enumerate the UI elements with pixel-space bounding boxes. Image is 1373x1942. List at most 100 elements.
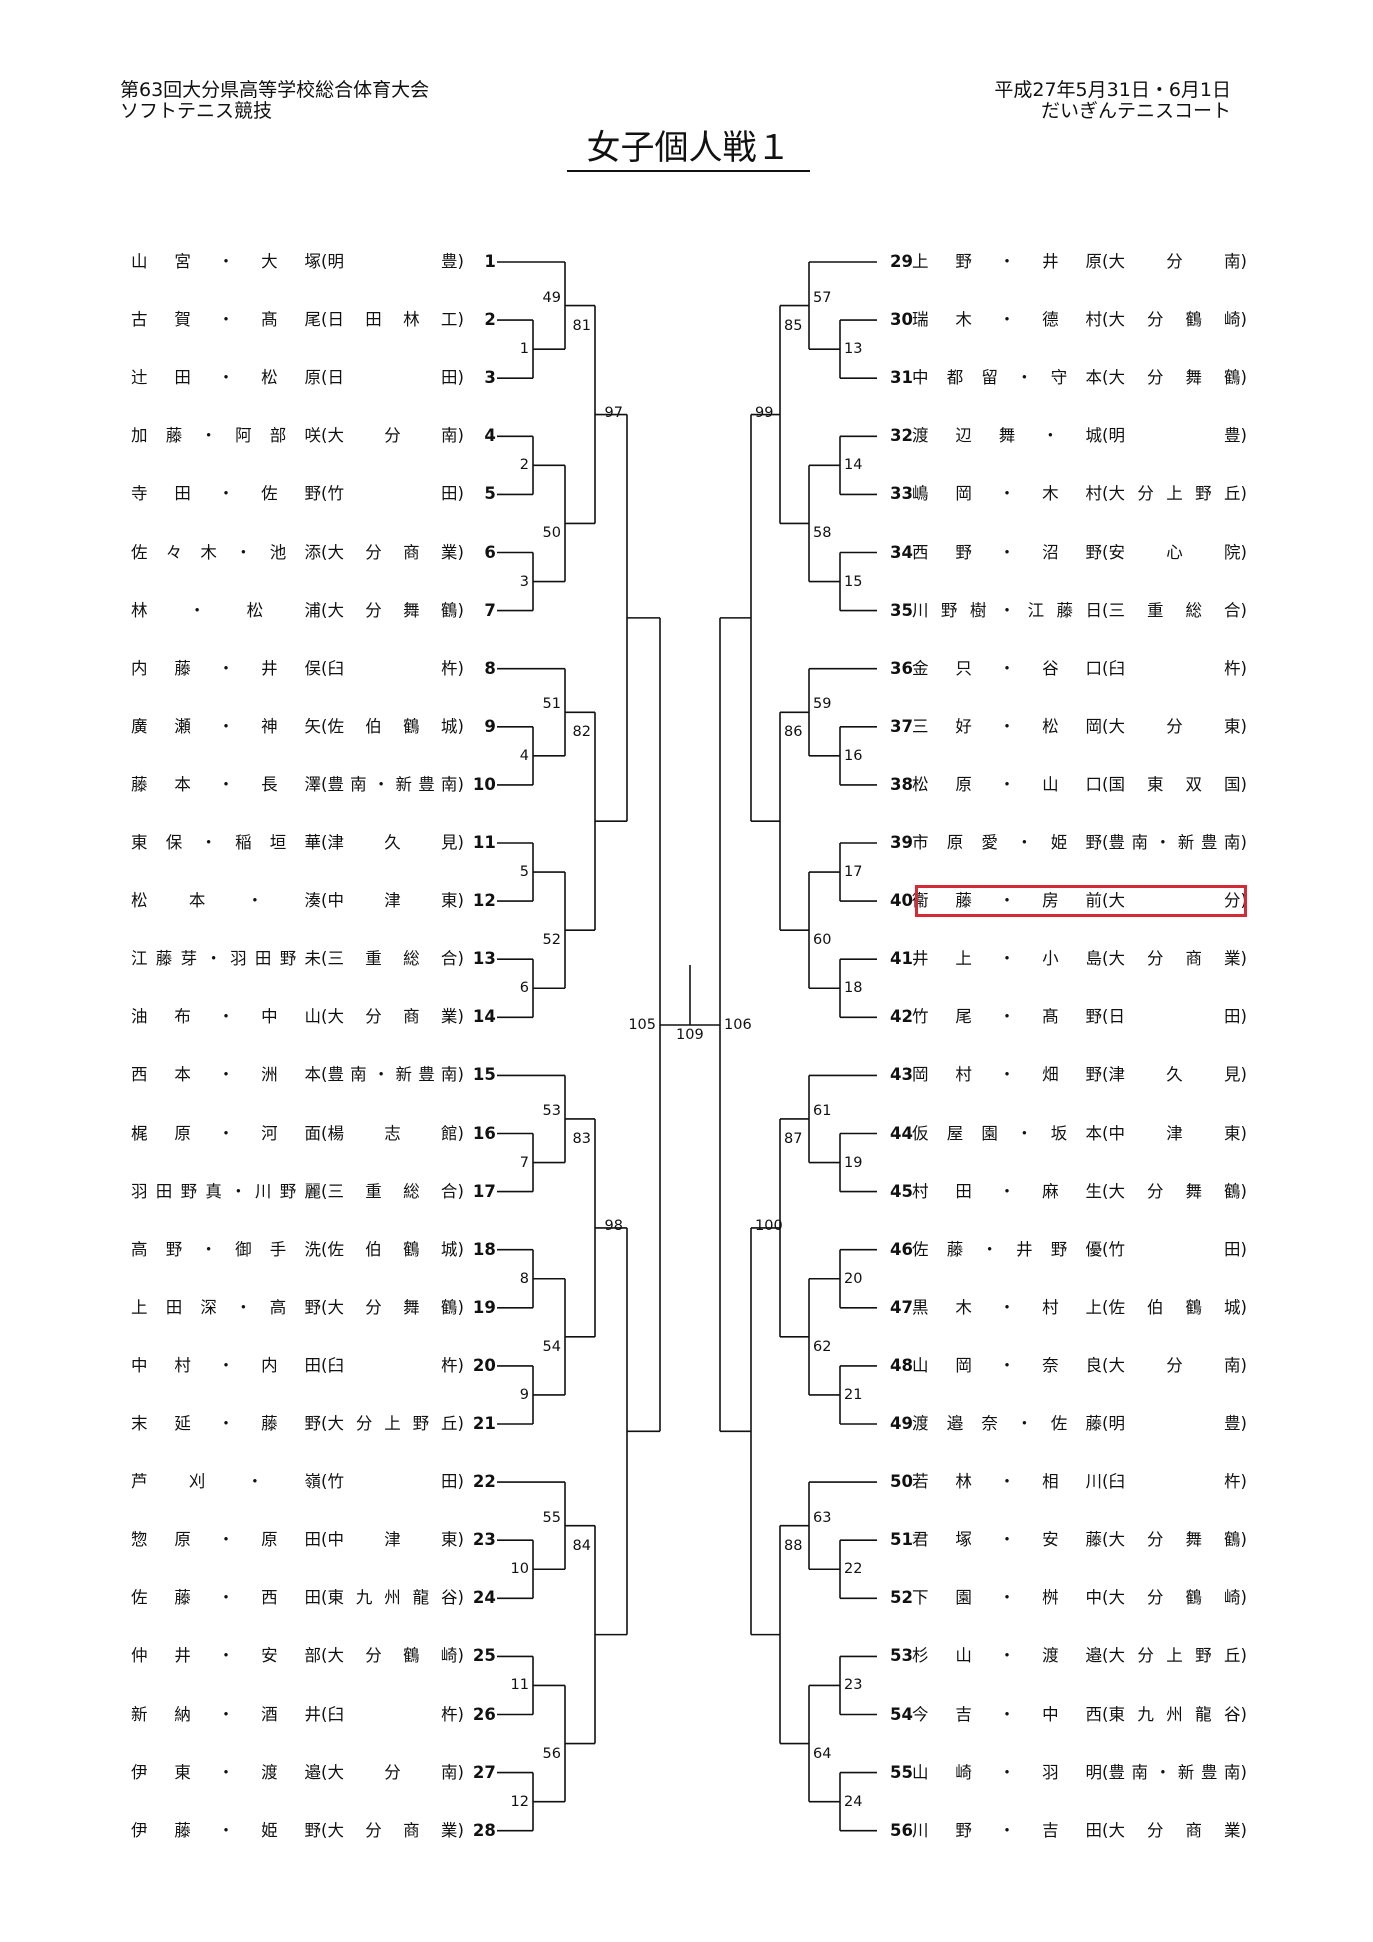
school-paren-open: (	[321, 833, 328, 852]
match-number: 50	[542, 525, 561, 542]
player-names: 惣原・原田	[131, 1530, 321, 1550]
match-number: 51	[542, 696, 561, 713]
match-number: 83	[572, 1130, 591, 1147]
entry-number: 15	[472, 1065, 496, 1085]
school-name: 津久見	[327, 833, 458, 852]
school-paren-close: )	[457, 1472, 464, 1492]
school-paren-open: (	[321, 1297, 328, 1317]
entry-9: 廣瀬・神矢(佐伯鶴城)9	[131, 714, 496, 740]
player-names: 上田深・高野	[131, 1297, 321, 1317]
school-paren-open: (	[1102, 1530, 1109, 1550]
entry-number: 40	[890, 891, 913, 911]
entry-23: 惣原・原田(中津東)23	[131, 1527, 496, 1553]
entry-6: 佐々木・池添(大分商業)6	[131, 540, 496, 566]
entry-11: 東保・稲垣華(津久見)11	[131, 830, 496, 856]
match-number: 84	[572, 1537, 591, 1554]
player-names: 三好・松岡	[912, 716, 1102, 736]
school-paren-open: (	[1102, 891, 1109, 911]
player-names: 羽田野真・川野麗	[131, 1181, 321, 1201]
school-name: 大分商業	[1108, 1820, 1241, 1840]
entry-number: 18	[472, 1239, 496, 1259]
player-names: 下園・桝中	[912, 1588, 1102, 1608]
school-paren-open: (	[1102, 1704, 1109, 1724]
school-paren-close: )	[1240, 833, 1247, 852]
school-paren-open: (	[321, 1820, 328, 1840]
match-number: 56	[542, 1745, 561, 1762]
school-paren-close: )	[1240, 368, 1247, 388]
school-paren-open: (	[1102, 542, 1109, 562]
school-paren-close: )	[457, 1588, 464, 1608]
match-number: 14	[844, 457, 863, 474]
match-number: 100	[755, 1217, 783, 1234]
player-names: 江藤芽・羽田野未	[131, 949, 321, 969]
player-names: 杉山・渡邉	[912, 1646, 1102, 1666]
player-names: 市原愛・姫野	[912, 833, 1102, 852]
entry-25: 仲井・安部(大分鶴崎)25	[131, 1643, 496, 1669]
entry-number: 8	[484, 658, 496, 678]
match-number: 87	[784, 1130, 803, 1147]
entry-10: 藤本・長澤(豊南・新豊南)10	[131, 772, 496, 798]
school-name: 佐伯鶴城	[1108, 1297, 1241, 1317]
school-paren-close: )	[1240, 1820, 1247, 1840]
school-paren-close: )	[1240, 1704, 1247, 1724]
school-name: 明豊	[1108, 1414, 1241, 1433]
entry-14: 油布・中山(大分商業)14	[131, 1004, 496, 1030]
school-name: 臼杵	[1108, 658, 1241, 678]
school-paren-open: (	[1102, 252, 1109, 271]
school-name: 三重総合	[327, 949, 458, 969]
school-paren-open: (	[321, 891, 328, 911]
school-name: 竹田	[327, 1472, 458, 1492]
school-paren-open: (	[1102, 600, 1109, 620]
entry-number: 30	[890, 310, 913, 330]
school-paren-open: (	[1102, 716, 1109, 736]
school-paren-open: (	[1102, 833, 1109, 852]
player-names: 油布・中山	[131, 1007, 321, 1027]
player-names: 辻田・松原	[131, 368, 321, 388]
entry-27: 伊東・渡邉(大分南)27	[131, 1760, 496, 1786]
school-paren-close: )	[457, 833, 464, 852]
match-number: 97	[604, 404, 623, 421]
entry-number: 53	[890, 1646, 913, 1666]
match-number: 7	[519, 1154, 529, 1171]
entry-number: 2	[484, 310, 496, 330]
entry-number: 26	[472, 1704, 496, 1724]
school-paren-close: )	[457, 1297, 464, 1317]
entry-number: 7	[484, 600, 496, 620]
entry-number: 25	[472, 1646, 496, 1666]
school-paren-open: (	[321, 1355, 328, 1375]
player-names: 梶原・河面	[131, 1123, 321, 1143]
player-names: 渡邉奈・佐藤	[912, 1414, 1102, 1433]
entry-26: 新納・酒井(臼杵)26	[131, 1702, 496, 1728]
school-paren-close: )	[457, 1704, 464, 1724]
player-names: 嶋岡・木村	[912, 484, 1102, 504]
entry-number: 44	[890, 1123, 913, 1143]
player-names: 黒木・村上	[912, 1297, 1102, 1317]
entry-number: 46	[890, 1239, 913, 1259]
entry-number: 6	[484, 542, 496, 562]
school-paren-open: (	[321, 716, 328, 736]
player-names: 金只・谷口	[912, 658, 1102, 678]
school-name: 東九州龍谷	[327, 1588, 458, 1608]
entry-number: 49	[890, 1414, 913, 1433]
entry-number: 55	[890, 1762, 913, 1782]
school-paren-close: )	[457, 600, 464, 620]
school-name: 中津東	[327, 1530, 458, 1550]
school-paren-close: )	[1240, 1297, 1247, 1317]
school-name: 楊志館	[327, 1123, 458, 1143]
entry-number: 19	[472, 1297, 496, 1317]
entry-number: 5	[484, 484, 496, 504]
match-number: 10	[510, 1561, 529, 1578]
entry-number: 3	[484, 368, 496, 388]
school-name: 三重総合	[1108, 600, 1241, 620]
school-name: 竹田	[327, 484, 458, 504]
match-number: 15	[844, 573, 863, 590]
entry-number: 50	[890, 1472, 913, 1492]
player-names: 若林・相川	[912, 1472, 1102, 1492]
school-paren-close: )	[457, 716, 464, 736]
